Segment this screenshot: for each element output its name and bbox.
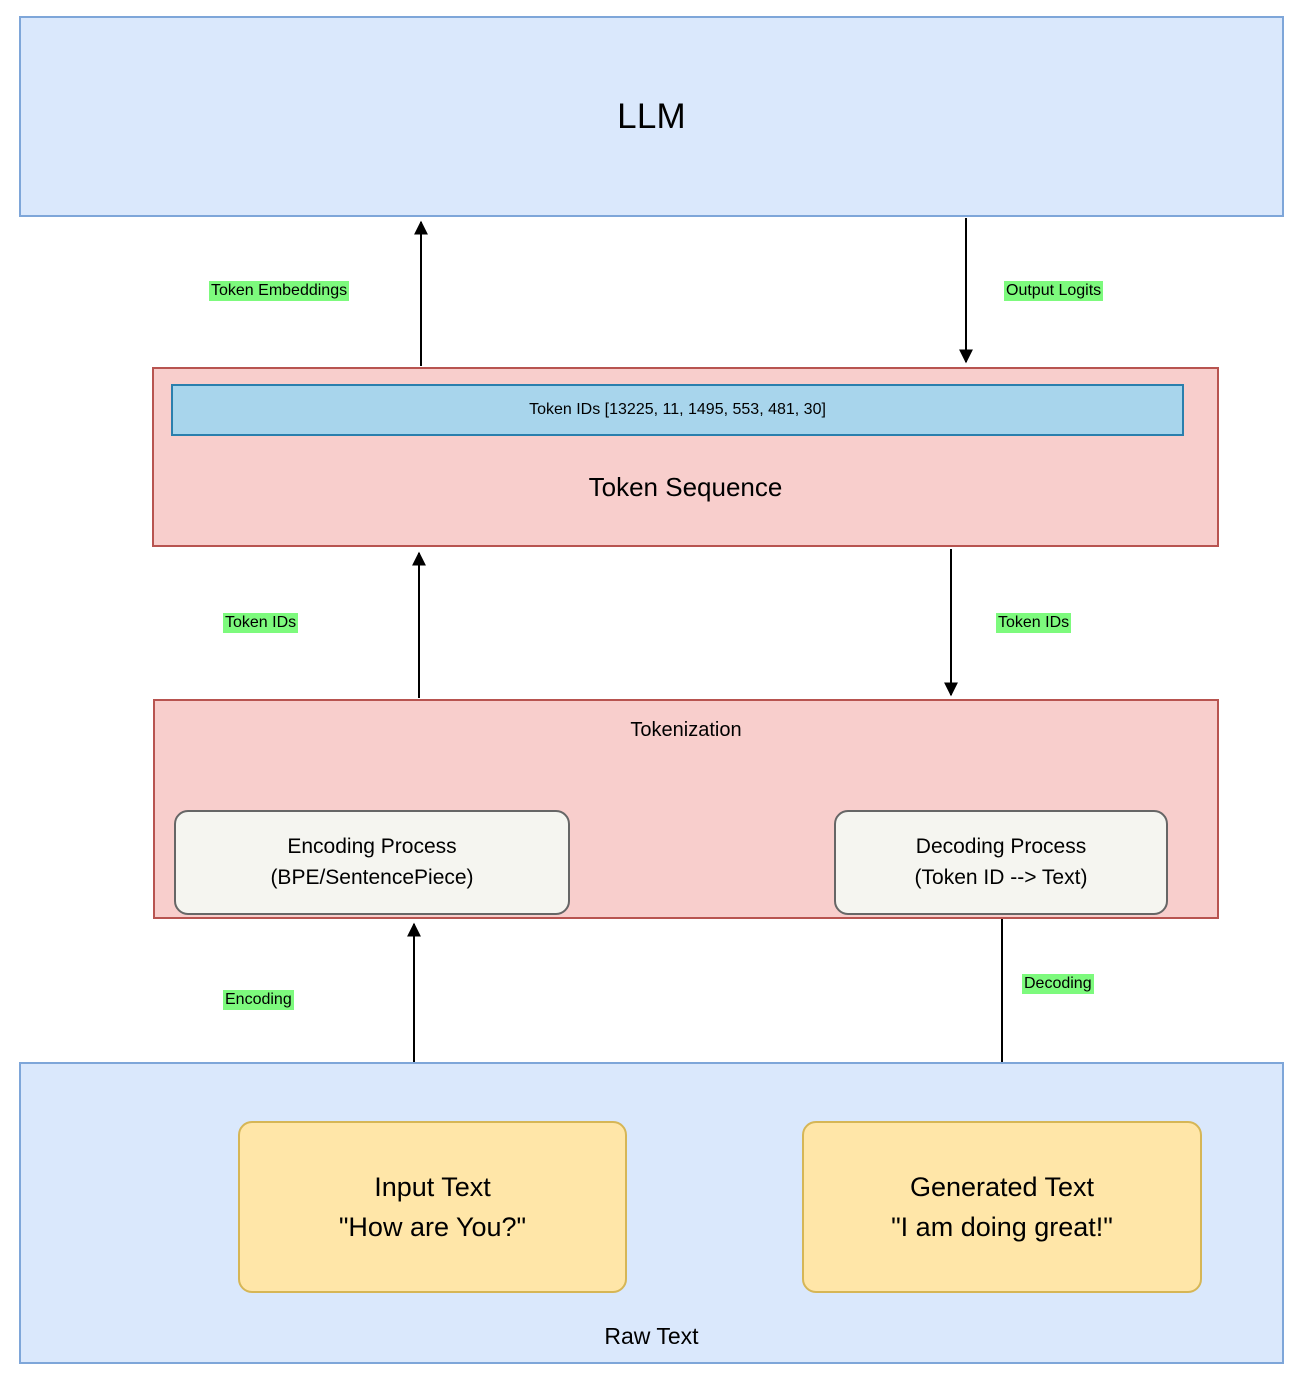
node-llm[interactable]: LLM [19,16,1284,217]
tokenization-label: Tokenization [630,719,742,741]
edge-label-output-logits: Output Logits [1004,281,1104,302]
encoding-process-line1: Encoding Process [287,835,457,859]
raw-text-label: Raw Text [604,1323,699,1349]
generated-text-line2: "I am doing great!" [891,1212,1113,1242]
token-ids-bar[interactable]: Token IDs [13225, 11, 1495, 553, 481, 30… [171,384,1184,436]
encoding-process-line2: (BPE/SentencePiece) [270,865,474,889]
input-text-line1: Input Text [374,1171,491,1202]
edge-label-token-ids-up: Token IDs [223,613,299,634]
node-encoding-process[interactable]: Encoding Process (BPE/SentencePiece) [174,810,570,915]
edge-label-token-ids-down: Token IDs [996,613,1072,634]
edge-label-encoding: Encoding [223,990,294,1011]
edge-label-token-embeddings: Token Embeddings [209,281,350,302]
generated-text-line1: Generated Text [909,1171,1095,1202]
node-input-text[interactable]: Input Text "How are You?" [238,1121,627,1293]
decoding-process-line1: Decoding Process [915,835,1087,859]
decoding-process-line2: (Token ID --> Text) [914,865,1088,889]
node-decoding-process[interactable]: Decoding Process (Token ID --> Text) [834,810,1168,915]
node-raw-text[interactable]: Input Text "How are You?" Generated Text… [19,1062,1284,1364]
node-token-sequence[interactable]: Token IDs [13225, 11, 1495, 553, 481, 30… [152,367,1219,547]
edge-label-decoding: Decoding [1022,974,1094,995]
node-tokenization[interactable]: Tokenization Encoding Process (BPE/Sente… [153,699,1219,919]
input-text-line2: "How are You?" [338,1212,527,1242]
llm-label: LLM [617,96,686,136]
token-sequence-label: Token Sequence [588,472,783,502]
node-generated-text[interactable]: Generated Text "I am doing great!" [802,1121,1202,1293]
